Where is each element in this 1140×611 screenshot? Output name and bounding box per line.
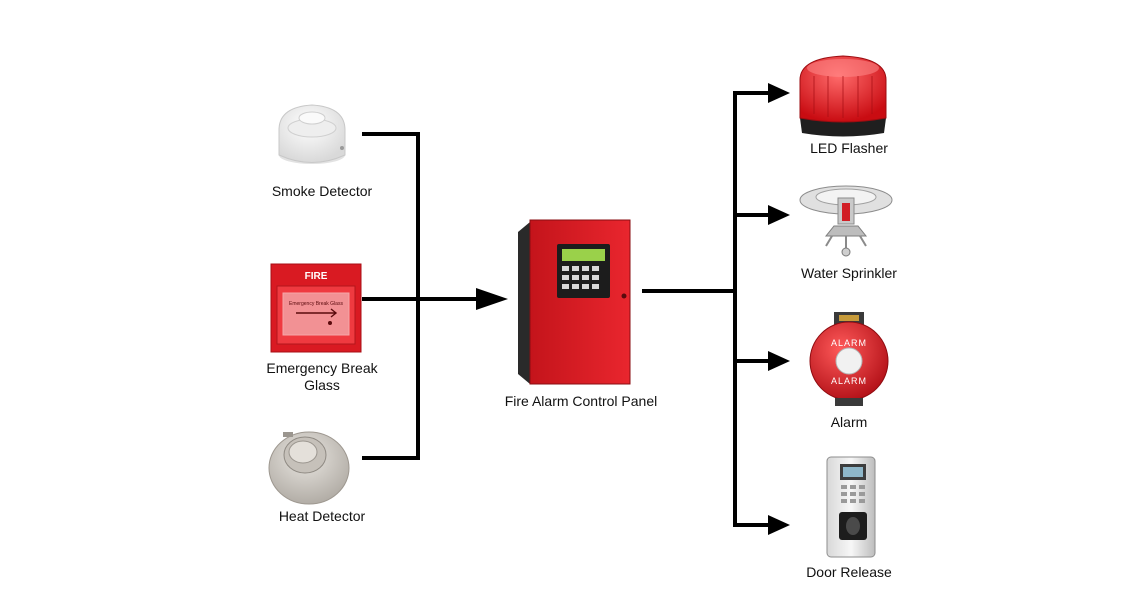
alarm-bell-icon: ALARM ALARM xyxy=(809,312,889,406)
panel-input-arrow xyxy=(476,288,508,310)
sprinkler-icon xyxy=(799,185,893,257)
break-glass-icon: FIRE Emergency Break Glass xyxy=(270,263,362,353)
sprinkler-arrow xyxy=(768,205,790,225)
alarm-bell-text-top: ALARM xyxy=(831,338,867,348)
heat-detector-label: Heat Detector xyxy=(278,508,366,524)
control-panel-label: Fire Alarm Control Panel xyxy=(504,393,658,409)
break-glass-fire-text: FIRE xyxy=(305,271,328,282)
door-release-icon xyxy=(826,456,876,558)
smoke-detector-label: Smoke Detector xyxy=(271,183,373,199)
flasher-arrow xyxy=(768,83,790,103)
output-connectors xyxy=(642,91,770,527)
heat-detector-icon xyxy=(268,431,350,505)
led-flasher-label: LED Flasher xyxy=(810,140,888,156)
door-release-label: Door Release xyxy=(806,564,892,580)
input-connectors xyxy=(362,132,478,460)
control-panel-icon xyxy=(518,219,631,385)
smoke-detector-icon xyxy=(278,104,346,164)
water-sprinkler-label: Water Sprinkler xyxy=(801,265,897,281)
alarm-arrow xyxy=(768,351,790,371)
break-glass-glass-text: Emergency Break Glass xyxy=(289,301,343,307)
door-arrow xyxy=(768,515,790,535)
break-glass-label: Emergency Break Glass xyxy=(266,360,378,393)
alarm-bell-text-bottom: ALARM xyxy=(831,376,867,386)
alarm-label: Alarm xyxy=(830,414,868,430)
led-flasher-icon xyxy=(799,55,887,137)
